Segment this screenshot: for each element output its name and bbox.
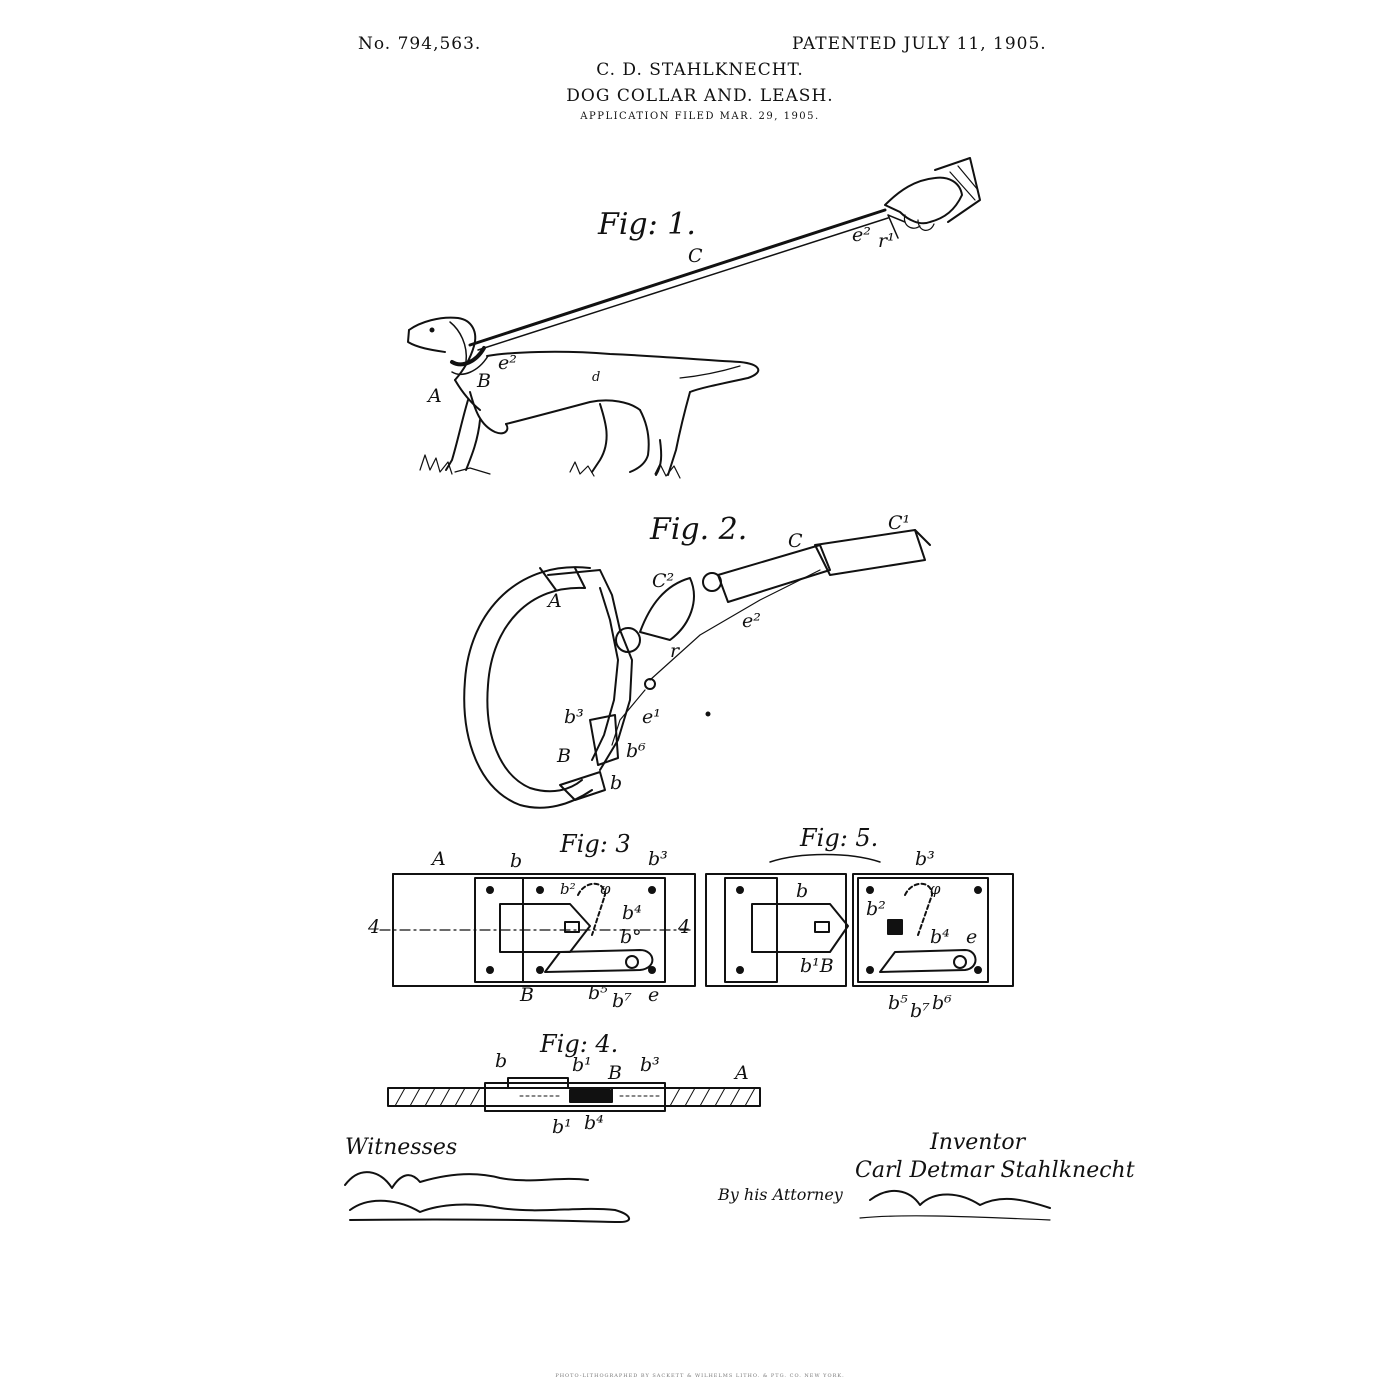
witnesses-label: Witnesses [345,1135,458,1160]
fig4-ref-b3: b³ [640,1054,660,1076]
by-attorney-line: By his Attorney [718,1185,843,1204]
fig5-ref-b1B: b¹B [800,955,834,977]
application-filed: APPLICATION FILED MAR. 29, 1905. [580,111,820,122]
fig1-ref-a: A [428,385,442,407]
fig1-ref-c: C [688,245,703,267]
fig3-ref-b: b [510,850,523,872]
fig4-ref-b: b [495,1050,508,1072]
fig3-ref-b0: b° [620,926,642,948]
fig3-ref-e: e [648,984,660,1006]
fig1-label: Fig: 1. [598,207,696,242]
fig1-ref-b: B [477,370,491,392]
fig2-label: Fig. 2. [650,512,748,547]
fig3-ref-b5: b⁵ [588,982,608,1004]
fig4-ref-b1-lower: b¹ [552,1116,572,1138]
attorney-signature [859,1190,1051,1221]
fig2-ref-b-capital: B [557,745,571,767]
fig2-ref-b: b [610,772,623,794]
fig5-drawing [705,853,1014,987]
fig5-ref-e: e [966,926,978,948]
inventor-label: Inventor [930,1130,1026,1155]
lithographer-footer: PHOTO-LITHOGRAPHED BY SACKETT & WILHELMS… [555,1373,845,1379]
fig1-ref-d: d [592,370,601,385]
fig1-ref-e2-hand: e² [852,224,871,246]
fig5-ref-phi: φ [930,880,941,898]
patent-title: DOG COLLAR AND. LEASH. [566,86,834,106]
fig5-label: Fig: 5. [800,824,879,852]
fig3-ref-b4: b⁴ [622,902,642,924]
fig5-ref-b7: b⁷ [910,1000,930,1022]
fig3-section-left: 4 [368,916,381,938]
fig2-ref-b3: b³ [564,706,584,728]
fig3-ref-phi: φ [600,880,611,898]
fig5-ref-b5: b⁵ [888,992,908,1014]
fig2-ref-a: A [548,590,562,612]
fig4-label: Fig: 4. [540,1030,619,1058]
fig2-ref-c1: C¹ [888,512,911,534]
fig3-ref-b-capital: B [520,984,534,1006]
fig3-ref-a: A [432,848,446,870]
fig1-ref-r: r¹ [878,230,895,252]
fig3-section-right: 4 [678,916,691,938]
fig3-label: Fig: 3 [560,830,631,858]
fig4-drawing [387,1077,761,1112]
fig1-drawing [407,157,981,479]
fig5-ref-b6: b⁶ [932,992,952,1014]
fig5-ref-b3: b³ [915,848,935,870]
fig1-ref-e2: e² [498,352,517,374]
fig5-ref-b2: b² [866,898,886,920]
patent-number: No. 794,563. [358,34,482,54]
fig2-ref-c2: C² [652,570,675,592]
fig3-drawing [379,873,696,987]
fig3-ref-b2: b² [560,880,576,898]
fig5-ref-b4: b⁴ [930,926,950,948]
patented-date: PATENTED JULY 11, 1905. [792,34,1047,54]
fig3-ref-b7: b⁷ [612,990,632,1012]
inventor-name: C. D. STAHLKNECHT. [596,60,804,80]
fig2-ref-r: r [670,640,680,662]
fig2-ref-e1: e¹ [642,706,661,728]
fig3-ref-b3: b³ [648,848,668,870]
witness-signatures [344,1171,630,1223]
fig2-ref-e2: e² [742,610,761,632]
fig2-ref-c: C [788,530,803,552]
fig4-ref-a: A [735,1062,749,1084]
fig4-ref-b-capital: B [608,1062,622,1084]
fig5-ref-b: b [796,880,809,902]
fig4-ref-b1: b¹ [572,1054,592,1076]
fig4-ref-b4: b⁴ [584,1112,604,1134]
inventor-signature: Carl Detmar Stahlknecht [855,1158,1135,1183]
fig2-drawing [463,529,931,809]
fig2-ref-b6: b⁶ [626,740,646,762]
